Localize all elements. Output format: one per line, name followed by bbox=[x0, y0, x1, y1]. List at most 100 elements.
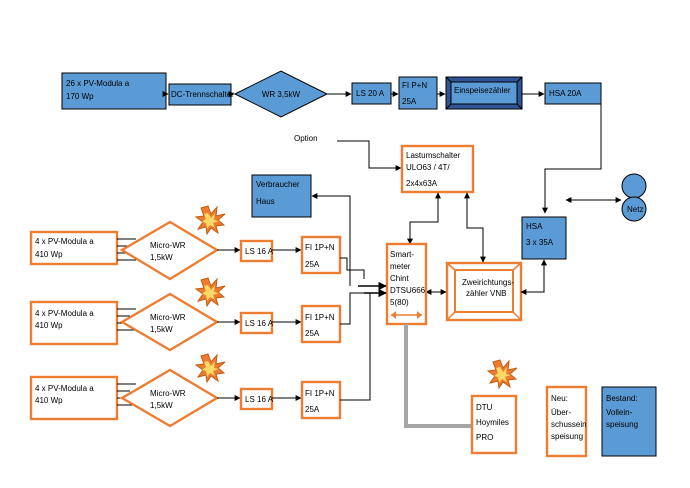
micro-inverter-diamond bbox=[119, 368, 220, 428]
dtu-line1: DTU bbox=[476, 403, 493, 412]
breaker-box bbox=[239, 387, 274, 411]
legend: Neu: Über- schussein speisung Bestand: V… bbox=[545, 385, 657, 458]
legend-new-line4: speisung bbox=[551, 432, 583, 441]
dtu-line2: Hoymiles bbox=[476, 418, 509, 427]
grid-circle-top bbox=[621, 173, 647, 199]
pv-array-line2: 170 Wp bbox=[66, 92, 94, 101]
rcd-box bbox=[398, 76, 438, 110]
micro-branch-1: 4 x PV-Modula a 410 Wp Micro-WR 1,5kW LS… bbox=[29, 205, 365, 281]
smart-meter-line2: meter bbox=[390, 262, 411, 271]
smart-meter-line3: Chint bbox=[390, 274, 409, 283]
micro-inverter-line1: Micro-WR bbox=[150, 241, 186, 250]
pv-module-line1: 4 x PV-Modula a bbox=[35, 384, 94, 393]
micro-branch-2: 4 x PV-Modula a 410 Wp Micro-WR 1,5kW LS… bbox=[29, 277, 364, 352]
main-fuse-label: HSA 20A bbox=[549, 89, 582, 98]
feed-meter-bevel-1 bbox=[445, 76, 452, 83]
dtu-line3: PRO bbox=[476, 433, 493, 442]
inverter-label: WR 3,5kW bbox=[262, 90, 301, 99]
smart-meter-line5: 5(80) bbox=[390, 298, 409, 307]
feed-meter-bevel-2 bbox=[516, 76, 523, 83]
micro-inverter-diamond bbox=[119, 292, 220, 352]
dc-switch-label: DC-Trennschalter bbox=[171, 90, 234, 99]
breaker-label: LS 20 A bbox=[356, 89, 385, 98]
breaker-box bbox=[239, 311, 274, 335]
wire-to-bus bbox=[340, 257, 365, 279]
top-chain: 26 x PV-Modula a 170 Wp DC-Trennschalter… bbox=[61, 70, 602, 214]
feed-meter-bevel-3 bbox=[445, 103, 452, 110]
legend-new-line1: Neu: bbox=[551, 394, 568, 403]
arrow-hsa-down bbox=[542, 94, 602, 214]
rcd-box bbox=[300, 235, 342, 275]
option-label: Option bbox=[294, 134, 318, 143]
rcd-line1: FI 1P+N bbox=[305, 313, 335, 322]
wire-to-bus bbox=[340, 292, 364, 325]
rcd-line2: 25A bbox=[305, 329, 320, 338]
load-switch-box bbox=[400, 144, 475, 194]
rcd-line1: FI P+N bbox=[402, 81, 427, 90]
pv-module-box bbox=[29, 230, 119, 266]
bidi-bevel-2 bbox=[512, 262, 522, 271]
bidi-meter-line2: zähler VNB bbox=[466, 289, 506, 298]
breaker-label: LS 16 A bbox=[245, 395, 274, 404]
micro-inverter-line2: 1,5kW bbox=[150, 401, 173, 410]
legend-existing-box bbox=[601, 386, 657, 457]
spark-icon-core bbox=[202, 213, 219, 229]
rcd-line2: 25A bbox=[305, 260, 320, 269]
bidi-meter-inner bbox=[454, 269, 514, 313]
pv-array-line1: 26 x PV-Modula a bbox=[66, 79, 130, 88]
main-fuse-box bbox=[544, 82, 602, 105]
wire-to-bus bbox=[340, 293, 371, 401]
spark-icon-core bbox=[494, 367, 511, 383]
pv-module-line2: 410 Wp bbox=[35, 321, 63, 330]
micro-inverter-line1: Micro-WR bbox=[150, 313, 186, 322]
legend-existing-line2: Vollein- bbox=[606, 408, 633, 417]
arrow-to-consumer bbox=[311, 193, 351, 286]
legend-existing-line1: Bestand: bbox=[606, 394, 638, 403]
feed-meter-label: Einspeisezähler bbox=[454, 86, 511, 95]
arrow-smart-switch bbox=[407, 192, 441, 245]
hsa-bottom-line2: 3 x 35A bbox=[526, 238, 554, 247]
bidi-bevel-4 bbox=[512, 311, 522, 321]
spark-icon-core bbox=[202, 285, 219, 301]
micro-inverter-line2: 1,5kW bbox=[150, 253, 173, 262]
arrow-bidi-hsa bbox=[520, 259, 547, 295]
load-switch-line2: ULO63 / 4T/ bbox=[406, 163, 450, 172]
pv-module-box bbox=[29, 375, 119, 421]
rcd-line2: 25A bbox=[402, 97, 417, 106]
rcd-box bbox=[300, 380, 342, 420]
pv-module-line1: 4 x PV-Modula a bbox=[35, 237, 94, 246]
consumer-box bbox=[251, 174, 312, 218]
consumer-line2: Haus bbox=[256, 197, 275, 206]
pv-module-line2: 410 Wp bbox=[35, 396, 63, 405]
legend-new-line3: schussein bbox=[551, 420, 587, 429]
breaker-label: LS 16 A bbox=[245, 247, 274, 256]
micro-inverter-line1: Micro-WR bbox=[150, 389, 186, 398]
distribution: Option Lastumschalter ULO63 / 4T/ 2x4x63… bbox=[251, 134, 647, 428]
dtu: DTU Hoymiles PRO bbox=[470, 359, 518, 455]
grid-label: Netz bbox=[627, 205, 643, 214]
pv-module-line1: 4 x PV-Modula a bbox=[35, 309, 94, 318]
feed-meter-inner bbox=[450, 81, 518, 105]
arrow-switch-bidi bbox=[464, 192, 486, 263]
hsa-bottom-box bbox=[521, 216, 567, 260]
bidi-bevel-3 bbox=[446, 311, 456, 321]
grid-circle-bottom bbox=[621, 196, 647, 222]
micro-inverter-diamond bbox=[119, 220, 220, 281]
pv-array-box bbox=[61, 72, 167, 110]
bidi-bevel-1 bbox=[446, 262, 456, 271]
arrow-option bbox=[337, 140, 402, 171]
micro-inverter-line2: 1,5kW bbox=[150, 325, 173, 334]
micro-branch-3: 4 x PV-Modula a 410 Wp Micro-WR 1,5kW LS… bbox=[29, 293, 371, 428]
spark-icon-core bbox=[202, 361, 219, 377]
load-switch-line1: Lastumschalter bbox=[406, 151, 461, 160]
hsa-bottom-line1: HSA bbox=[526, 222, 543, 231]
rcd-line2: 25A bbox=[305, 405, 320, 414]
legend-new-line2: Über- bbox=[551, 408, 571, 417]
dtu-link bbox=[404, 324, 471, 428]
pv-module-line2: 410 Wp bbox=[35, 250, 63, 259]
rcd-box bbox=[300, 304, 342, 344]
smart-meter-line1: Smart- bbox=[390, 250, 414, 259]
consumer-line1: Verbraucher bbox=[256, 180, 300, 189]
load-switch-line3: 2x4x63A bbox=[406, 179, 438, 188]
